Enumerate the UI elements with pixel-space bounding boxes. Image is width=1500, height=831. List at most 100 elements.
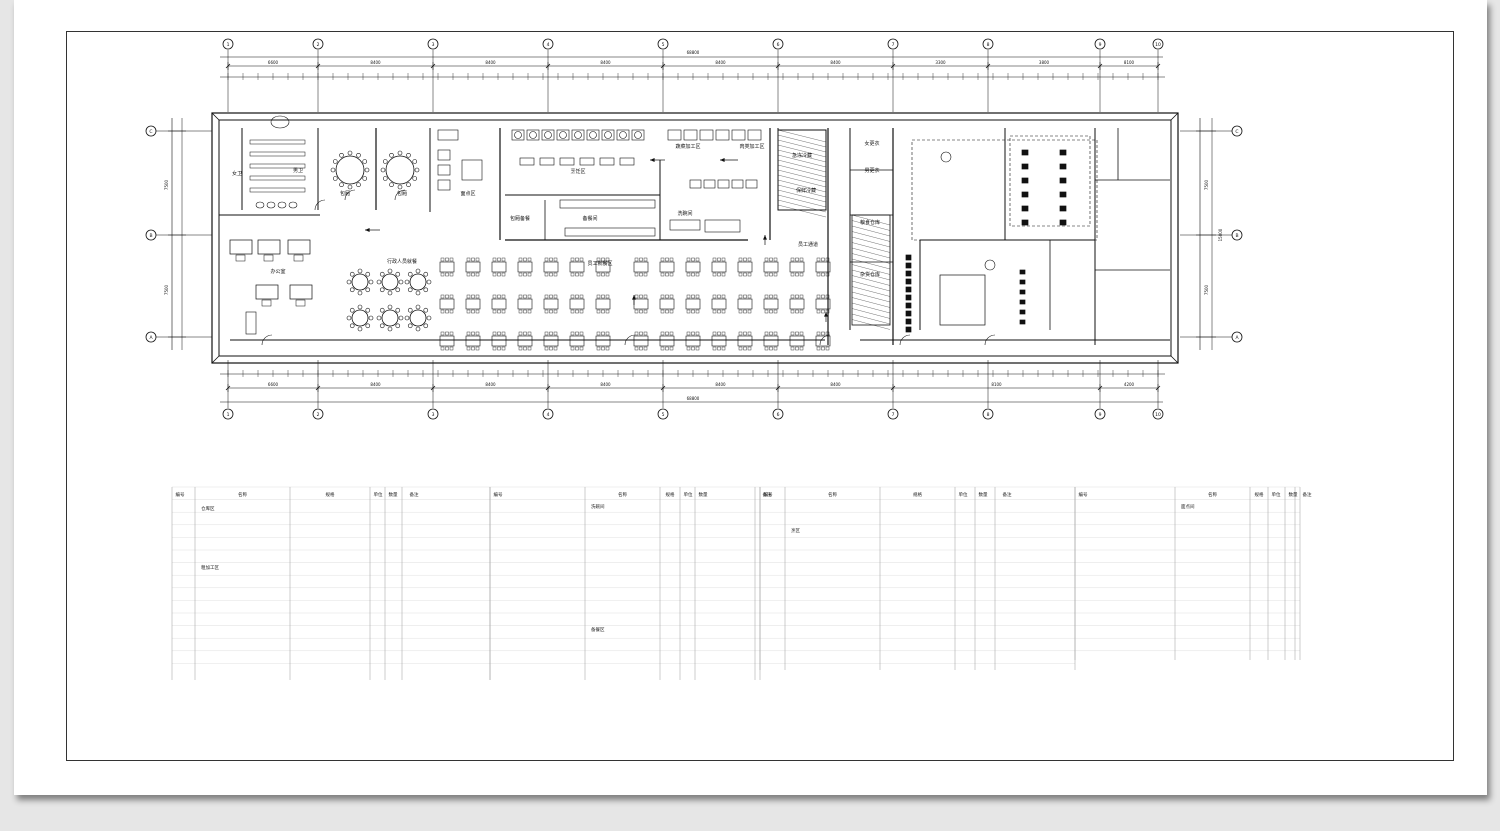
axis-bubble-bottom — [1152, 408, 1164, 420]
kitchen-equipment — [731, 129, 746, 141]
hatch — [851, 319, 891, 330]
dining-chair — [721, 294, 726, 299]
dining-chair — [799, 257, 804, 262]
kitchen-equipment — [699, 129, 714, 141]
dining-chair — [669, 346, 674, 351]
dining-chair — [497, 331, 501, 336]
toilet-fixture — [255, 201, 265, 209]
chair — [332, 176, 338, 181]
chair — [362, 176, 368, 181]
chair — [382, 176, 388, 181]
dining-chair — [743, 309, 747, 314]
dining-chair — [669, 272, 674, 277]
schedule-header: 备注 — [410, 491, 419, 498]
dining-chair — [639, 272, 643, 277]
dining-chair — [665, 331, 669, 336]
dining-chair — [466, 346, 471, 351]
schedule-header: 编号 — [494, 491, 503, 498]
chair — [412, 176, 418, 181]
dining-chair — [721, 257, 726, 262]
office-chair — [235, 254, 246, 262]
chair — [387, 290, 393, 296]
chair — [395, 323, 401, 329]
room-label-office: 办公室 — [270, 268, 285, 275]
dining-chair — [686, 294, 691, 299]
dining-chair — [686, 331, 691, 336]
dining-chair — [449, 309, 454, 314]
hatch — [851, 258, 891, 270]
room-label-private-1: 包厢 — [340, 190, 350, 197]
dining-chair — [518, 331, 523, 336]
chair — [379, 307, 385, 313]
dining-chair — [466, 294, 471, 299]
dining-chair — [579, 346, 584, 351]
dining-chair — [601, 272, 605, 277]
chair — [426, 315, 432, 321]
dining-chair — [695, 272, 700, 277]
dining-chair — [501, 309, 506, 314]
chair — [339, 152, 344, 158]
electrical-box — [1059, 177, 1067, 184]
meter-symbol — [940, 151, 952, 163]
dining-chair — [799, 331, 804, 336]
dimension-text: 7500 — [1204, 179, 1209, 190]
dining-chair — [601, 331, 605, 336]
dining-table — [763, 335, 779, 347]
dining-chair — [691, 309, 695, 314]
dining-chair — [799, 309, 804, 314]
dimension-text: 6600 — [268, 382, 279, 387]
dining-table — [595, 335, 611, 347]
dining-chair — [717, 331, 721, 336]
pastry-table — [461, 159, 483, 181]
toilet-fixture — [266, 201, 276, 209]
dining-table — [685, 261, 701, 273]
chair — [365, 271, 371, 277]
dining-table — [595, 261, 611, 273]
schedule-header: 编号 — [1079, 491, 1088, 498]
dining-chair — [660, 294, 665, 299]
electrical-box — [905, 326, 912, 333]
dining-chair — [553, 309, 558, 314]
hatch — [851, 269, 891, 281]
dining-chair — [665, 309, 669, 314]
hatch — [851, 286, 891, 297]
dining-chair — [825, 294, 830, 299]
chair — [347, 184, 353, 190]
oven — [437, 164, 451, 176]
stove-burner — [619, 131, 627, 139]
dining-chair — [475, 346, 480, 351]
chair — [395, 271, 401, 277]
electrical-box — [905, 294, 912, 301]
dining-chair — [549, 272, 553, 277]
prep-table — [539, 157, 555, 166]
dining-table — [491, 261, 507, 273]
hatch — [777, 174, 827, 188]
dining-table — [569, 261, 585, 273]
dining-chair — [634, 331, 639, 336]
office-desk — [255, 284, 279, 300]
dining-chair — [518, 257, 523, 262]
hatch — [777, 184, 827, 198]
dining-chair — [825, 309, 830, 314]
electrical-box — [1059, 191, 1067, 198]
dining-chair — [669, 294, 674, 299]
axis-bubble-bottom — [427, 408, 439, 420]
dining-chair — [665, 294, 669, 299]
dining-chair — [691, 272, 695, 277]
dining-chair — [605, 331, 610, 336]
kitchen-equipment — [541, 129, 555, 141]
office-desk — [289, 284, 313, 300]
dining-chair — [449, 272, 454, 277]
stove-burner — [559, 131, 567, 139]
dining-table — [543, 261, 559, 273]
toilet-fixture — [288, 201, 298, 209]
serving-counter — [564, 227, 656, 237]
chair — [415, 304, 421, 310]
axis-label-left: C — [149, 129, 152, 135]
dining-chair — [466, 309, 471, 314]
dining-table — [815, 335, 831, 347]
electrical-box — [1059, 219, 1067, 226]
dining-chair — [445, 294, 449, 299]
dining-chair — [790, 331, 795, 336]
